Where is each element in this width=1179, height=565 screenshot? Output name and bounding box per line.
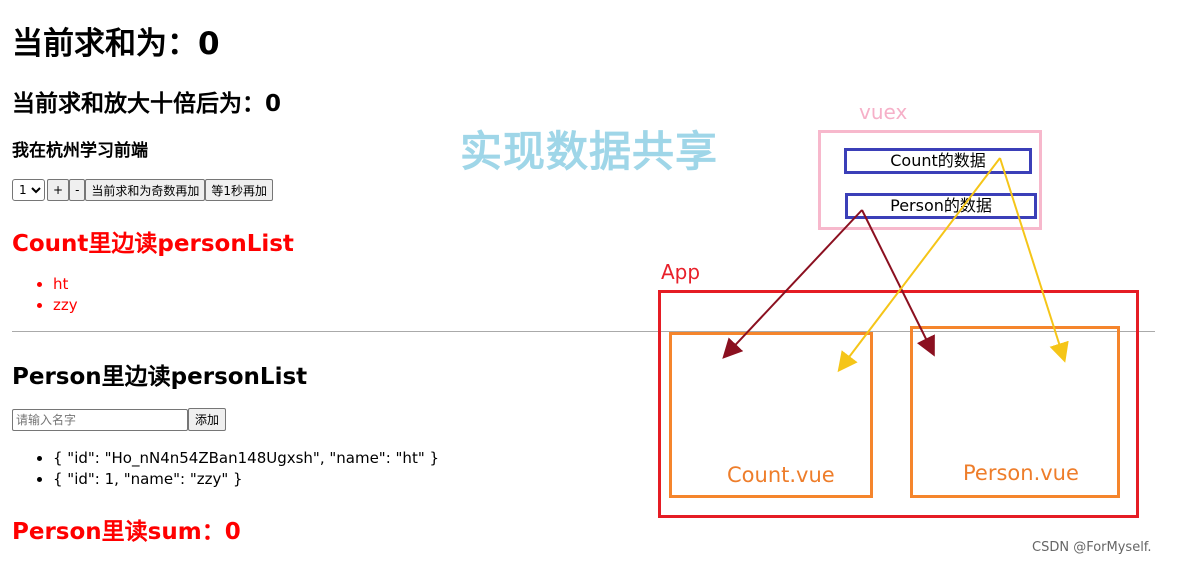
count-data-box: Count的数据 xyxy=(844,148,1032,174)
count-data-to-count-arrow xyxy=(837,157,1001,373)
location-heading: 我在杭州学习前端 xyxy=(12,141,148,161)
person-component-box xyxy=(910,326,1120,498)
list-item: zzy xyxy=(53,295,78,316)
plus-button[interactable]: + xyxy=(47,179,70,201)
add-button[interactable]: 添加 xyxy=(188,408,227,431)
minus-button[interactable]: - xyxy=(69,179,86,201)
divider xyxy=(12,331,1155,332)
wait-add-button[interactable]: 等1秒再加 xyxy=(205,179,274,201)
name-input[interactable] xyxy=(12,408,188,431)
odd-add-button[interactable]: 当前求和为奇数再加 xyxy=(85,179,206,201)
person-vue-label: Person.vue xyxy=(963,461,1079,485)
sum-heading: 当前求和为：0 xyxy=(12,26,220,62)
person-title: Person里边读personList xyxy=(12,364,308,390)
increment-select[interactable]: 1 xyxy=(12,179,45,201)
count-vue-label: Count.vue xyxy=(727,463,835,487)
app-label: App xyxy=(661,260,701,284)
list-item: { "id": "Ho_nN4n54ZBan148Ugxsh", "name":… xyxy=(53,448,439,469)
person-data-to-count-arrow xyxy=(722,209,863,359)
list-item: { "id": 1, "name": "zzy" } xyxy=(53,469,439,490)
csdn-watermark: CSDN @ForMyself. xyxy=(1032,540,1152,555)
vuex-label: vuex xyxy=(859,100,908,124)
big-sum-heading: 当前求和放大十倍后为：0 xyxy=(12,91,282,117)
list-item: ht xyxy=(53,274,78,295)
count-person-list: ht zzy xyxy=(12,274,78,316)
count-data-to-person-arrow xyxy=(999,157,1069,363)
counter-controls: 1 + - 当前求和为奇数再加 等1秒再加 xyxy=(12,179,274,201)
count-component-box xyxy=(669,332,873,498)
add-person-row: 添加 xyxy=(12,408,227,431)
person-sum-heading: Person里读sum：0 xyxy=(12,519,241,545)
person-list: { "id": "Ho_nN4n54ZBan148Ugxsh", "name":… xyxy=(12,448,439,490)
person-data-to-person-arrow xyxy=(861,209,935,357)
vuex-store-box xyxy=(818,130,1042,230)
count-list-title: Count里边读personList xyxy=(12,231,294,257)
diagram-title: 实现数据共享 xyxy=(460,127,719,176)
